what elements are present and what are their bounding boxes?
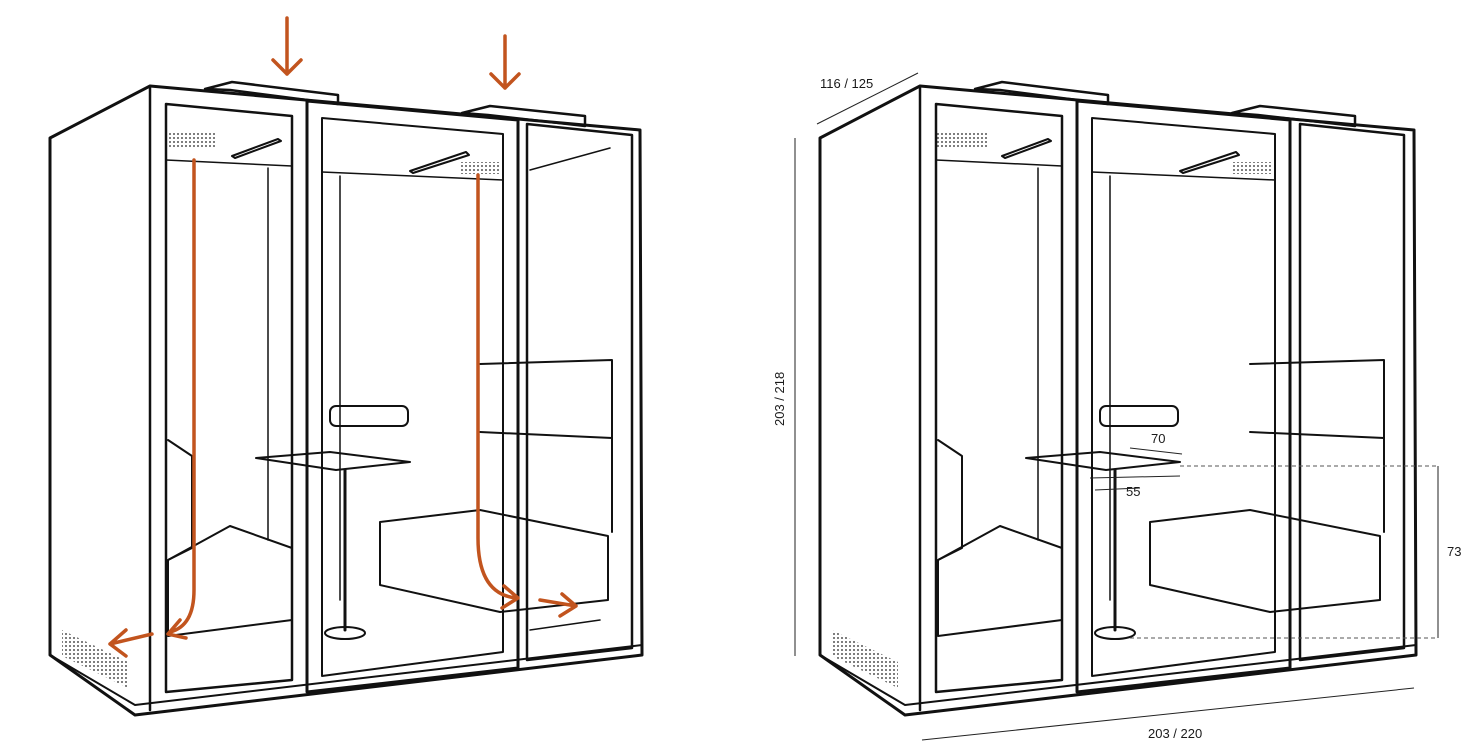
glass-panel-left bbox=[934, 102, 1064, 694]
lamp bbox=[329, 405, 409, 427]
door-glass bbox=[321, 117, 504, 677]
glass-panel-left bbox=[164, 102, 294, 694]
intake-arrow-right bbox=[489, 34, 521, 90]
glass-panel-right bbox=[525, 122, 634, 662]
exhaust-arrow-right bbox=[538, 592, 578, 618]
flow-path-right bbox=[476, 173, 520, 610]
depth-label: 116 / 125 bbox=[820, 76, 873, 91]
seat-right bbox=[379, 509, 609, 613]
seat-right bbox=[1149, 509, 1381, 613]
booth-left-view bbox=[48, 80, 644, 717]
side-vent-grill bbox=[62, 630, 128, 688]
seat-left bbox=[937, 525, 1063, 637]
table-top bbox=[1025, 451, 1181, 471]
table-width-label: 70 bbox=[1151, 431, 1165, 446]
door-frame bbox=[1075, 99, 1292, 694]
intake-arrow-left bbox=[271, 16, 303, 76]
lamp bbox=[1099, 405, 1179, 427]
booth-shell bbox=[818, 84, 1418, 717]
width-dimension-line bbox=[921, 687, 1415, 741]
airflow-arrows bbox=[108, 16, 578, 658]
table-top bbox=[255, 451, 411, 471]
depth-dimension-line bbox=[816, 72, 919, 125]
door-frame bbox=[305, 99, 520, 694]
table-depth-label: 55 bbox=[1126, 484, 1140, 499]
roof-fan-unit-left bbox=[973, 80, 1110, 106]
seat-left bbox=[167, 525, 293, 637]
table-height-label: 73 bbox=[1447, 544, 1461, 559]
height-label: 203 / 218 bbox=[772, 372, 787, 426]
glass-panel-right bbox=[1298, 122, 1406, 662]
roof-fan-unit-left bbox=[203, 80, 340, 106]
door-glass bbox=[1091, 117, 1276, 677]
side-vent-grill bbox=[832, 630, 898, 688]
booth-right-view: 116 / 125 203 / 218 203 / 220 70 55 73 bbox=[772, 72, 1461, 741]
exhaust-arrow-left bbox=[108, 628, 154, 658]
width-label: 203 / 220 bbox=[1148, 726, 1202, 741]
flow-path-left bbox=[166, 158, 196, 640]
